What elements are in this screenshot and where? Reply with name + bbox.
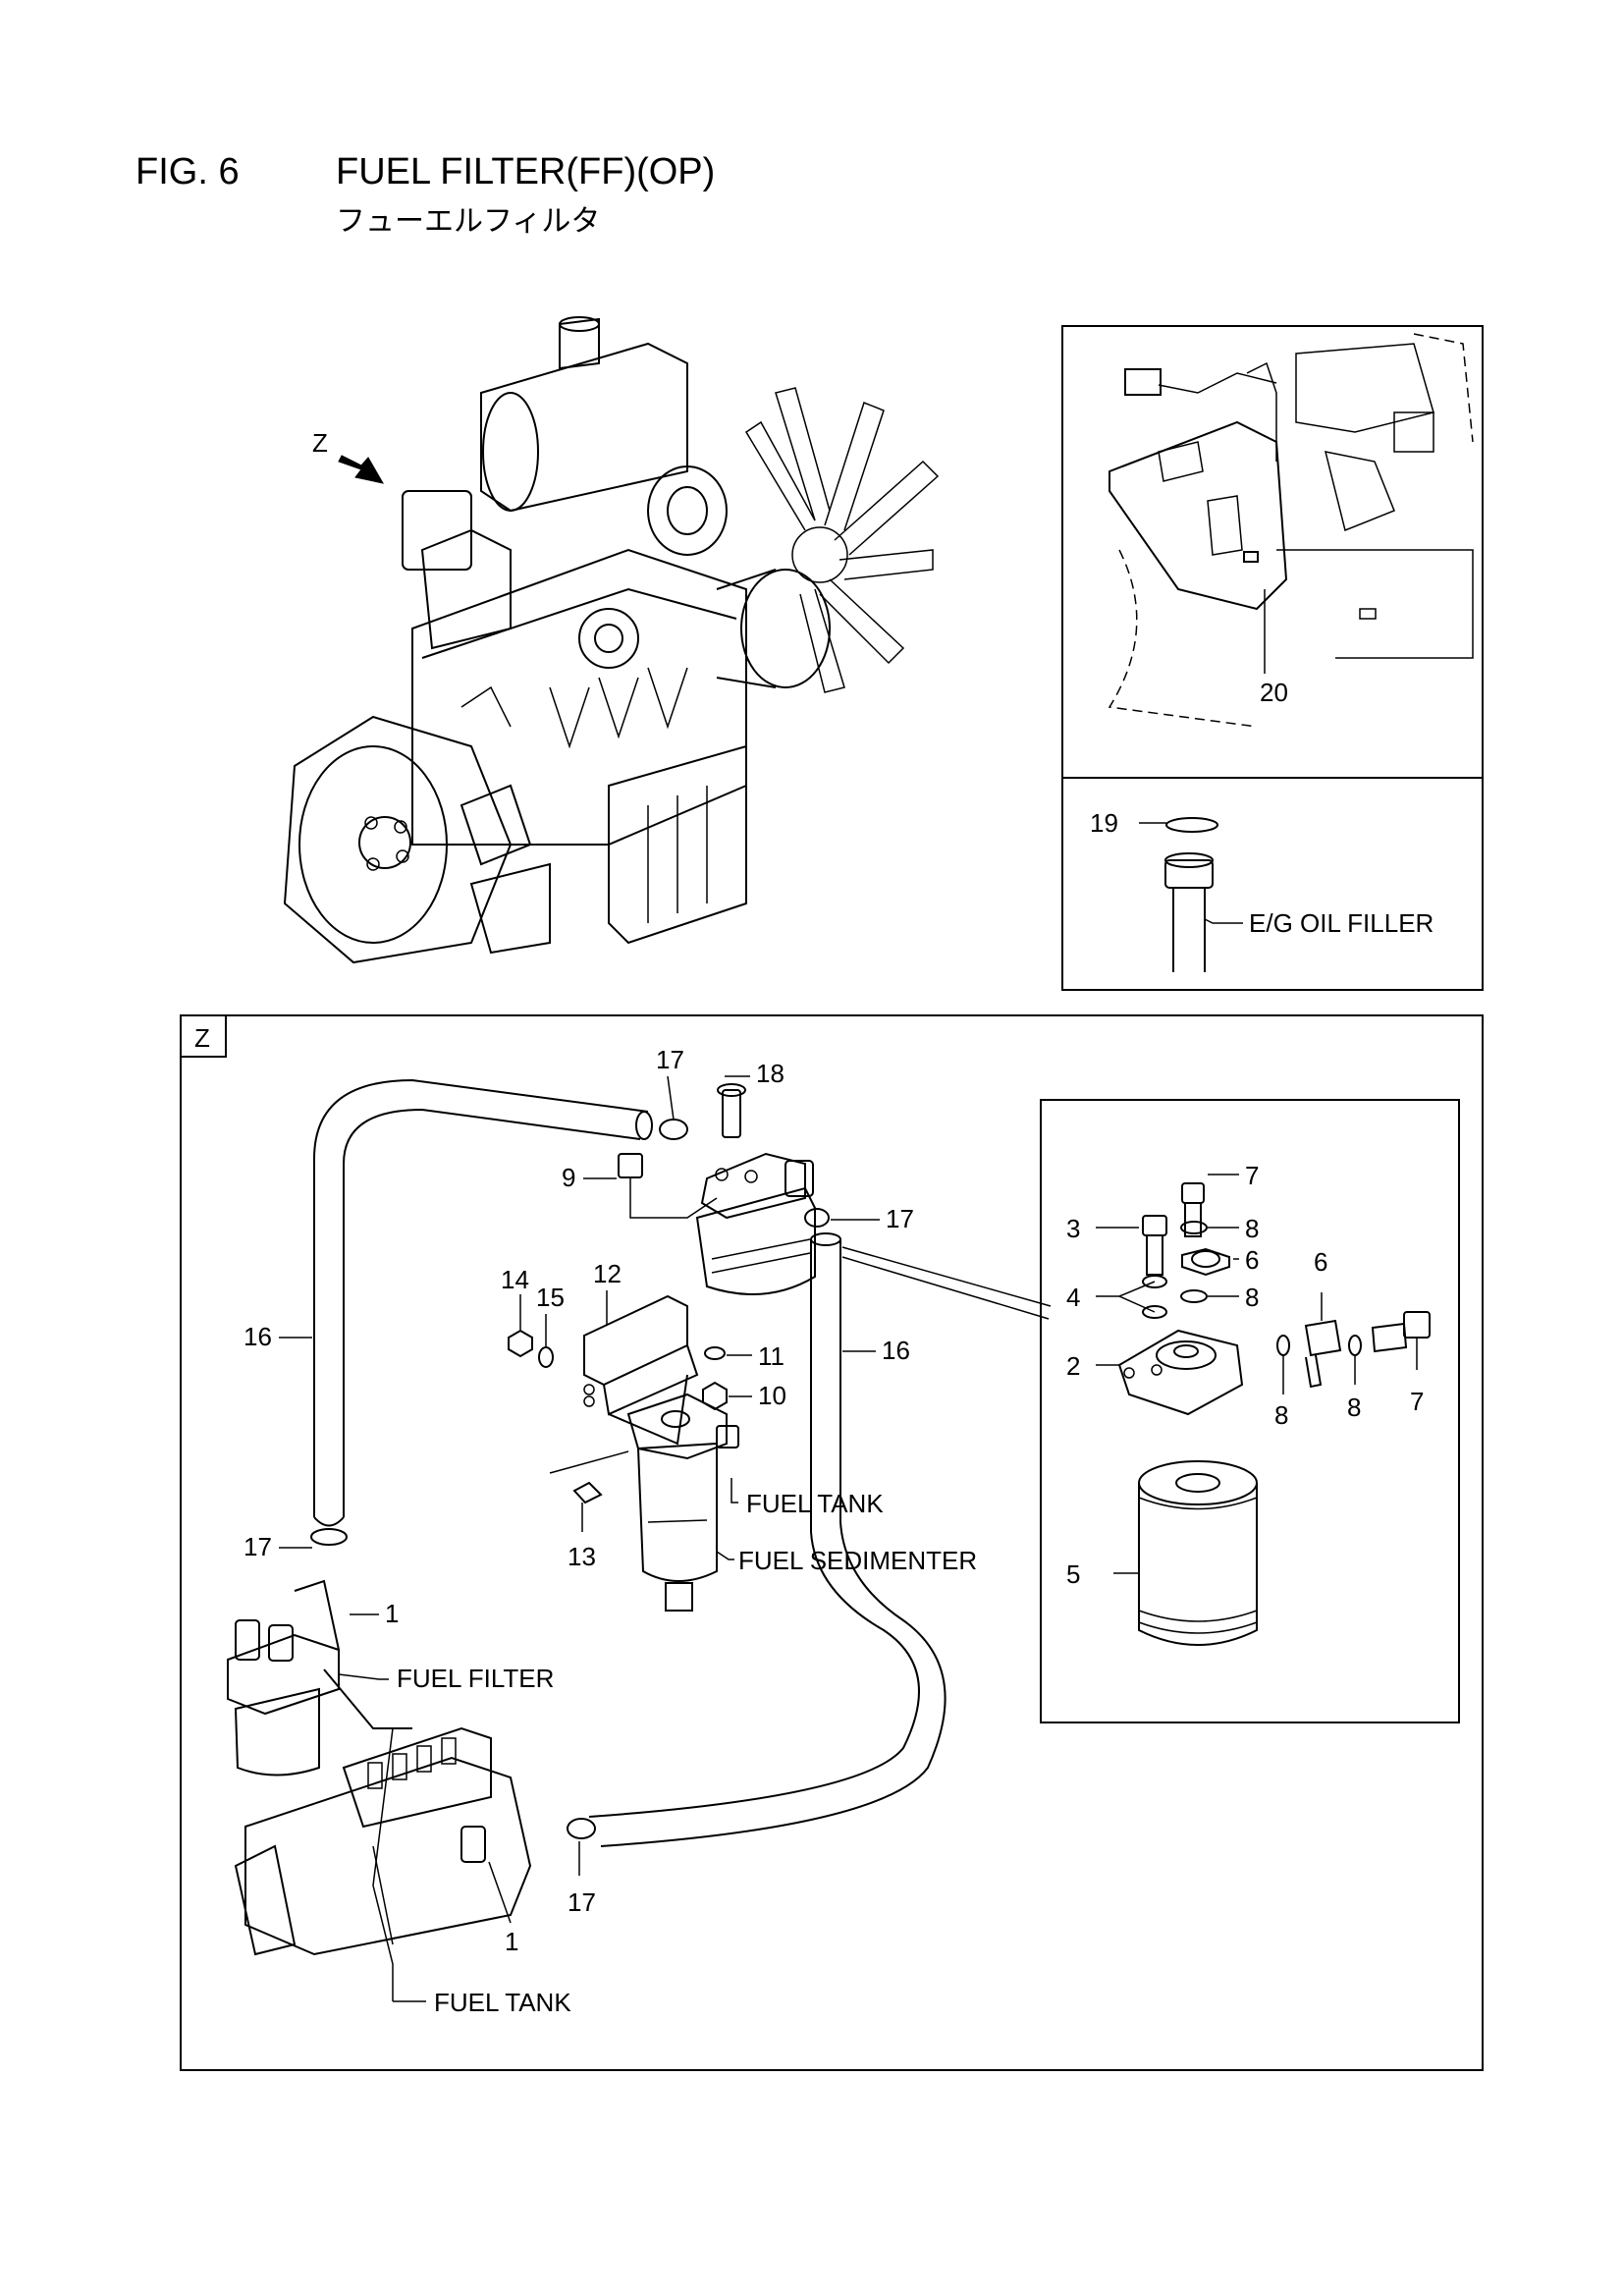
hose-16-right: [588, 1232, 947, 1847]
callout-19: 19: [1090, 808, 1118, 838]
callout-8-c: 8: [1274, 1400, 1288, 1430]
z-view-tag-label: Z: [194, 1023, 210, 1053]
z-view-frame: [180, 1014, 1484, 2071]
callout-10: 10: [758, 1381, 786, 1410]
z-view-arrow-label: Z: [312, 428, 328, 458]
detail-box-top: 20 19 E/G OIL FILLER: [1061, 325, 1484, 991]
callout-16-right: 16: [882, 1336, 910, 1365]
z-view-callouts: 17 18 9 17 14 15 12 11 10 16 16 13 17 1 …: [243, 1045, 977, 2017]
figure-subtitle: フューエルフィルタ: [336, 205, 601, 238]
filter-detail-callouts: 7 3 8 6 6 4 8 2 8 8 7 5: [1066, 1161, 1424, 1589]
fuel-sedimenter-label: FUEL SEDIMENTER: [738, 1546, 977, 1575]
callout-13: 13: [568, 1542, 596, 1571]
z-view-tag: [180, 1014, 227, 1058]
callout-20: 20: [1260, 678, 1288, 707]
callout-15: 15: [536, 1283, 565, 1312]
callout-6-b: 6: [1314, 1247, 1327, 1277]
callout-17-left: 17: [243, 1532, 272, 1561]
filter-detail-box: [1040, 1099, 1460, 1723]
engine-illustration: [283, 316, 940, 964]
fuel-tank-label-lower: FUEL TANK: [434, 1988, 571, 2017]
z-direction-arrow-icon: [338, 455, 384, 484]
callout-8-b: 8: [1245, 1283, 1259, 1312]
callout-17-top: 17: [656, 1045, 684, 1074]
callout-8-a: 8: [1245, 1214, 1259, 1243]
callout-17-bottom: 17: [568, 1887, 596, 1917]
callout-5: 5: [1066, 1559, 1080, 1589]
callout-2: 2: [1066, 1351, 1080, 1381]
oil-filler-label: E/G OIL FILLER: [1249, 908, 1434, 938]
callout-17-right: 17: [886, 1204, 914, 1233]
fuel-tank-label-upper: FUEL TANK: [746, 1489, 884, 1518]
callout-1-bottom: 1: [505, 1927, 518, 1956]
upper-fuel-filter: [618, 1083, 830, 1295]
callout-6-a: 6: [1245, 1245, 1259, 1275]
callout-1-top: 1: [385, 1599, 399, 1628]
figure-title: FUEL FILTER(FF)(OP): [336, 151, 716, 192]
callout-18: 18: [756, 1059, 784, 1088]
callout-9: 9: [562, 1163, 575, 1192]
callout-12: 12: [593, 1259, 622, 1288]
callout-11: 11: [758, 1341, 784, 1371]
callout-16-left: 16: [243, 1322, 272, 1351]
fuel-filter-label: FUEL FILTER: [397, 1664, 554, 1693]
callout-4: 4: [1066, 1283, 1080, 1312]
hose-16-left: [313, 1078, 653, 1527]
callout-14: 14: [501, 1265, 529, 1294]
fuel-sedimenter-assembly: [508, 1294, 739, 1612]
callout-7-right: 7: [1410, 1387, 1424, 1416]
fuel-filter-and-pump: [227, 1528, 596, 2002]
figure-number: FIG. 6: [135, 151, 240, 192]
callout-3: 3: [1066, 1214, 1080, 1243]
callout-8-d: 8: [1347, 1393, 1361, 1422]
callout-7-top: 7: [1245, 1161, 1259, 1190]
